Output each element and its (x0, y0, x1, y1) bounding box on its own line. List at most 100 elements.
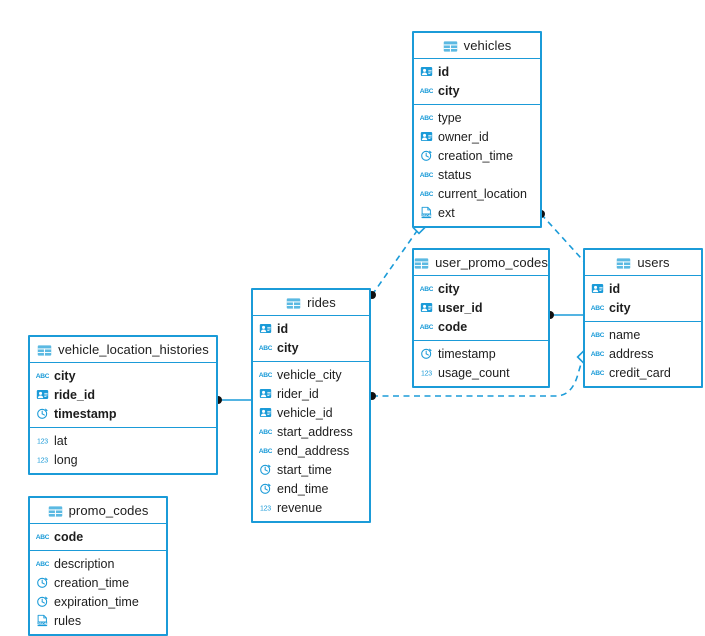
primary-key-row-id[interactable]: id (253, 319, 369, 338)
svg-text:123: 123 (421, 370, 432, 377)
column-row-start_time[interactable]: start_time (253, 460, 369, 479)
table-title: vehicles (463, 38, 512, 53)
column-name: status (438, 167, 472, 182)
table-title: users (637, 255, 670, 270)
table-title: promo_codes (68, 503, 149, 518)
column-name: ride_id (54, 387, 95, 402)
json-document-icon: JSON (420, 206, 433, 219)
column-row-ext[interactable]: JSON ext (414, 203, 540, 222)
table-title: rides (307, 295, 336, 310)
primary-key-row-user_id[interactable]: user_id (414, 298, 548, 317)
column-name: start_time (277, 462, 332, 477)
column-name: rider_id (277, 386, 319, 401)
column-name: city (609, 300, 631, 315)
column-name: timestamp (438, 346, 496, 361)
column-name: id (277, 321, 289, 336)
table-header-user_promo_codes[interactable]: user_promo_codes (414, 250, 548, 276)
column-name: address (609, 346, 654, 361)
json-document-icon: JSON (36, 614, 49, 627)
table-header-vehicles[interactable]: vehicles (414, 33, 540, 59)
column-row-vehicle_id[interactable]: vehicle_id (253, 403, 369, 422)
column-name: timestamp (54, 406, 117, 421)
column-name: city (54, 368, 76, 383)
column-row-revenue[interactable]: 123 revenue (253, 498, 369, 517)
primary-key-row-ride_id[interactable]: ride_id (30, 385, 216, 404)
id-badge-icon (259, 406, 272, 419)
column-name: city (277, 340, 299, 355)
column-row-owner_id[interactable]: owner_id (414, 127, 540, 146)
table-header-users[interactable]: users (585, 250, 701, 276)
abc-text-icon: ABC (420, 282, 433, 295)
column-row-rider_id[interactable]: rider_id (253, 384, 369, 403)
clock-icon (36, 576, 49, 589)
column-name: creation_time (54, 575, 130, 590)
id-badge-icon (259, 322, 272, 335)
column-row-end_time[interactable]: end_time (253, 479, 369, 498)
id-badge-icon (420, 130, 433, 143)
column-row-expiration_time[interactable]: expiration_time (30, 592, 166, 611)
relationship-user-promo-codes-to-users[interactable] (546, 311, 583, 319)
abc-text-icon: ABC (420, 84, 433, 97)
column-row-creation_time[interactable]: creation_time (414, 146, 540, 165)
column-row-creation_time[interactable]: creation_time (30, 573, 166, 592)
column-name: name (609, 327, 641, 342)
column-name: vehicle_id (277, 405, 333, 420)
id-badge-icon (259, 387, 272, 400)
primary-key-row-id[interactable]: id (585, 279, 701, 298)
table-header-promo_codes[interactable]: promo_codes (30, 498, 166, 524)
column-name: ext (438, 205, 455, 220)
table-header-rides[interactable]: rides (253, 290, 369, 316)
relationship-vehicle-location-histories-to-rides[interactable] (214, 396, 251, 404)
primary-key-row-timestamp[interactable]: timestamp (30, 404, 216, 423)
svg-text:ABC: ABC (591, 370, 604, 377)
abc-text-icon: ABC (259, 368, 272, 381)
abc-text-icon: ABC (259, 444, 272, 457)
abc-text-icon: ABC (36, 557, 49, 570)
clock-icon (420, 347, 433, 360)
svg-text:123: 123 (260, 505, 271, 512)
primary-key-row-id[interactable]: id (414, 62, 540, 81)
svg-text:ABC: ABC (420, 191, 433, 198)
table-header-vehicle_location_histories[interactable]: vehicle_location_histories (30, 337, 216, 363)
id-badge-icon (36, 388, 49, 401)
column-row-timestamp[interactable]: timestamp (414, 344, 548, 363)
svg-text:ABC: ABC (420, 88, 433, 95)
column-name: description (54, 556, 115, 571)
column-name: revenue (277, 500, 323, 515)
column-row-description[interactable]: ABC description (30, 554, 166, 573)
abc-text-icon: ABC (591, 366, 604, 379)
column-name: start_address (277, 424, 353, 439)
